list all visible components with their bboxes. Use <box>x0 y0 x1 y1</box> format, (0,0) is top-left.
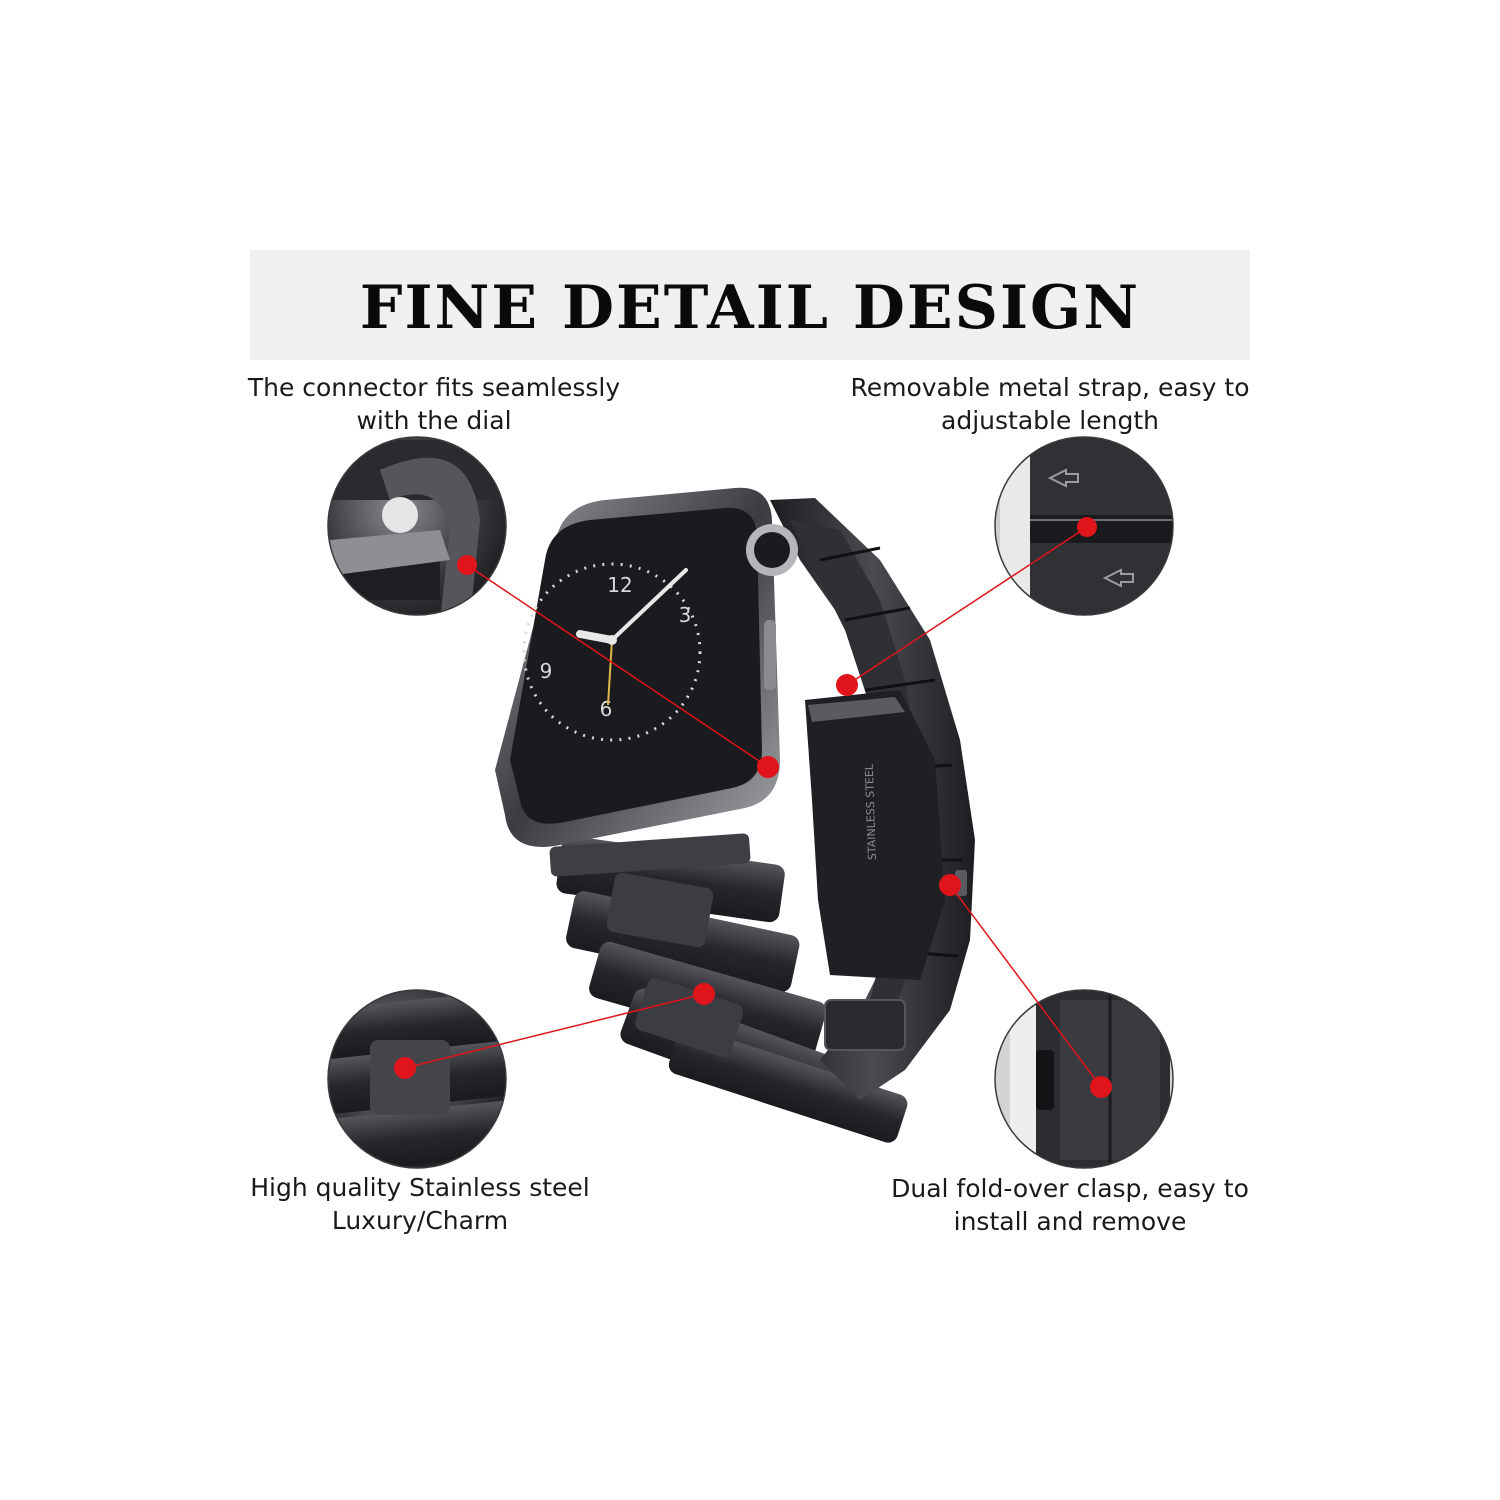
dial-numeral-6: 6 <box>600 697 613 721</box>
caption-fold-over-clasp: Dual fold-over clasp, easy to install an… <box>870 1172 1270 1238</box>
callout-lines <box>404 526 1102 1088</box>
dial-numeral-3: 3 <box>679 603 692 627</box>
zoom-stainless-steel-detail <box>327 989 507 1169</box>
caption-stainless-steel-line2: Luxury/Charm <box>331 1206 509 1235</box>
caption-stainless-steel: High quality Stainless steel Luxury/Char… <box>220 1171 620 1237</box>
caption-stainless-steel-line1: High quality Stainless steel <box>250 1173 590 1202</box>
zoom-connector-detail <box>327 436 507 616</box>
caption-fold-over-clasp-line1: Dual fold-over clasp, easy to <box>891 1174 1249 1203</box>
caption-removable-strap-line1: Removable metal strap, easy to <box>850 373 1250 402</box>
zoom-fold-over-clasp-detail <box>994 989 1174 1169</box>
page-title: FINE DETAIL DESIGN <box>359 273 1141 343</box>
caption-connector-line2: with the dial <box>356 406 512 435</box>
dial-numeral-12: 12 <box>607 573 632 597</box>
title-banner: FINE DETAIL DESIGN <box>250 250 1250 360</box>
callout-dots <box>394 517 1112 1098</box>
clasp-engraving: STAINLESS STEEL <box>863 763 879 860</box>
caption-fold-over-clasp-line2: install and remove <box>953 1207 1187 1236</box>
caption-removable-strap-line2: adjustable length <box>941 406 1159 435</box>
dial-numeral-9: 9 <box>540 659 553 683</box>
caption-connector-line1: The connector fits seamlessly <box>247 373 621 402</box>
fold-over-clasp: STAINLESS STEEL <box>805 690 967 1051</box>
caption-connector: The connector fits seamlessly with the d… <box>234 371 634 437</box>
watch-case <box>495 487 798 877</box>
caption-removable-strap: Removable metal strap, easy to adjustabl… <box>840 371 1260 437</box>
watch-dial: 12 3 6 9 <box>522 562 702 742</box>
